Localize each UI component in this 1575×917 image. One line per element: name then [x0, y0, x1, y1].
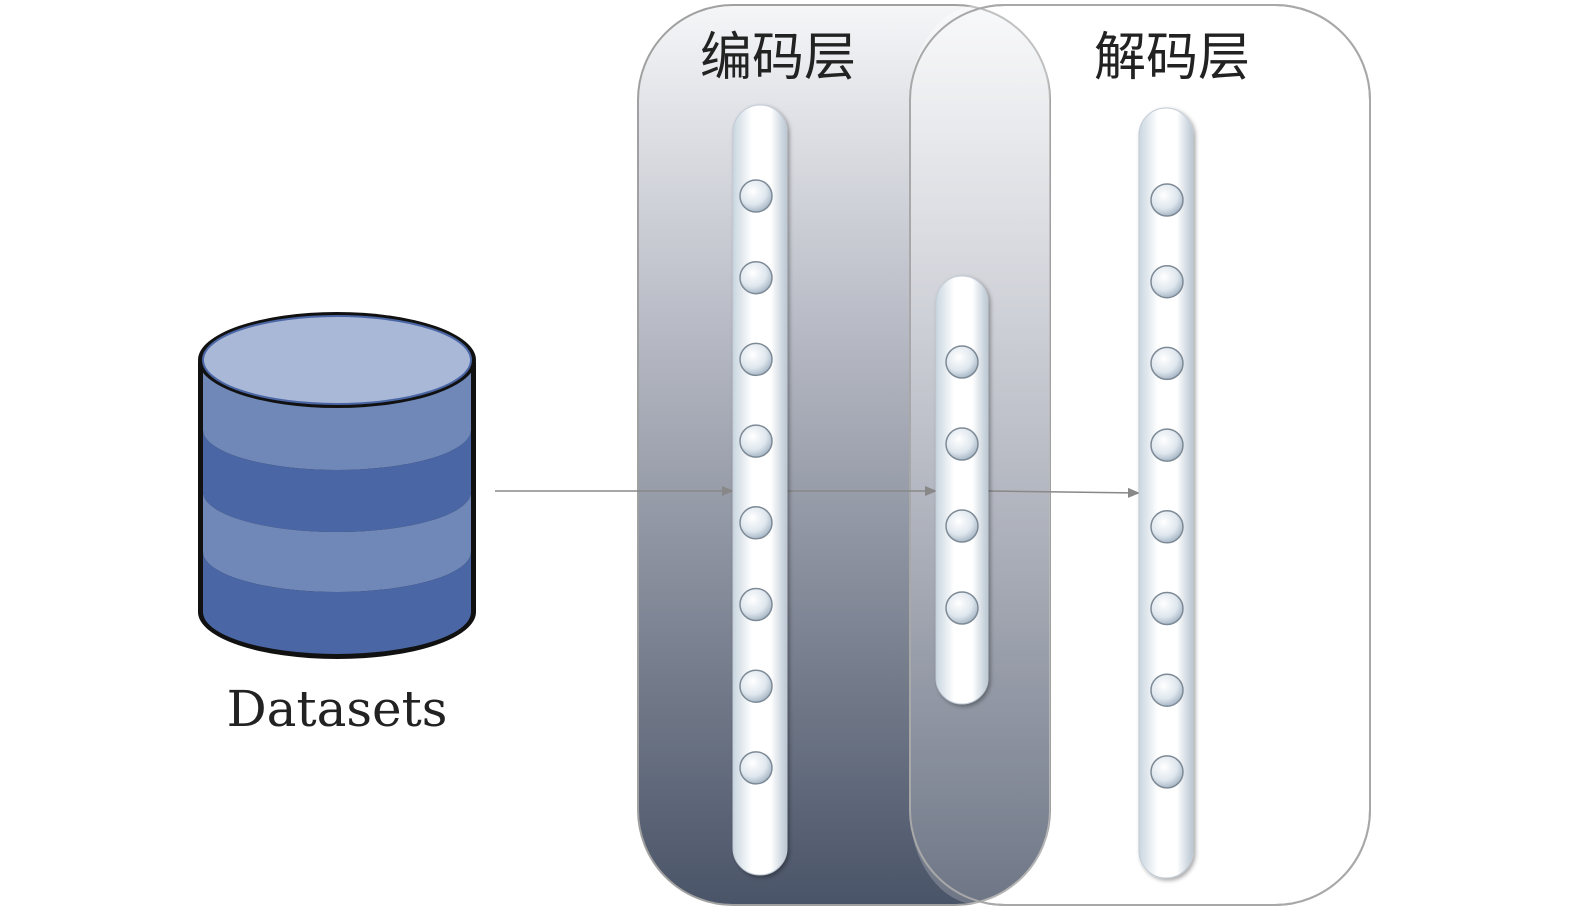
- decoder-output-node: [1150, 673, 1184, 707]
- encoder-input-node: [739, 669, 773, 703]
- decoder-output-node: [1150, 346, 1184, 381]
- database-band-2: [203, 430, 471, 532]
- encoder-input-node: [739, 751, 773, 785]
- datasets-label: Datasets: [227, 680, 448, 738]
- encoder-input-node: [739, 587, 773, 622]
- bottleneck-node: [945, 509, 979, 543]
- decoder-output-node: [1150, 591, 1184, 626]
- database-band-3: [203, 492, 471, 592]
- encoder-input-node: [739, 424, 773, 458]
- arrow-bottleneck-to-decoder: [987, 487, 1140, 498]
- decoder-output-node: [1150, 264, 1184, 299]
- decoder-output-node: [1150, 510, 1184, 544]
- database-top: [202, 315, 472, 405]
- bottleneck-node: [945, 345, 979, 379]
- database-icon: [198, 312, 476, 659]
- decoder-label: 解码层: [1094, 28, 1250, 88]
- database-band-4: [203, 552, 471, 654]
- decoder-output-node: [1150, 428, 1184, 462]
- encoder-label: 编码层: [700, 28, 856, 88]
- bottleneck-layer: [935, 275, 989, 705]
- decoder-output-node: [1150, 755, 1184, 789]
- encoder-input-node: [739, 506, 773, 540]
- decoder-output-node: [1150, 183, 1184, 217]
- decoder-region-outline: [909, 4, 1371, 906]
- bottleneck-node: [945, 427, 979, 461]
- encoder-input-node: [739, 342, 773, 377]
- bottleneck-node: [945, 591, 979, 625]
- encoder-input-node: [739, 179, 773, 213]
- neuron-nodes: [739, 179, 1184, 789]
- encoder-input-node: [739, 260, 773, 295]
